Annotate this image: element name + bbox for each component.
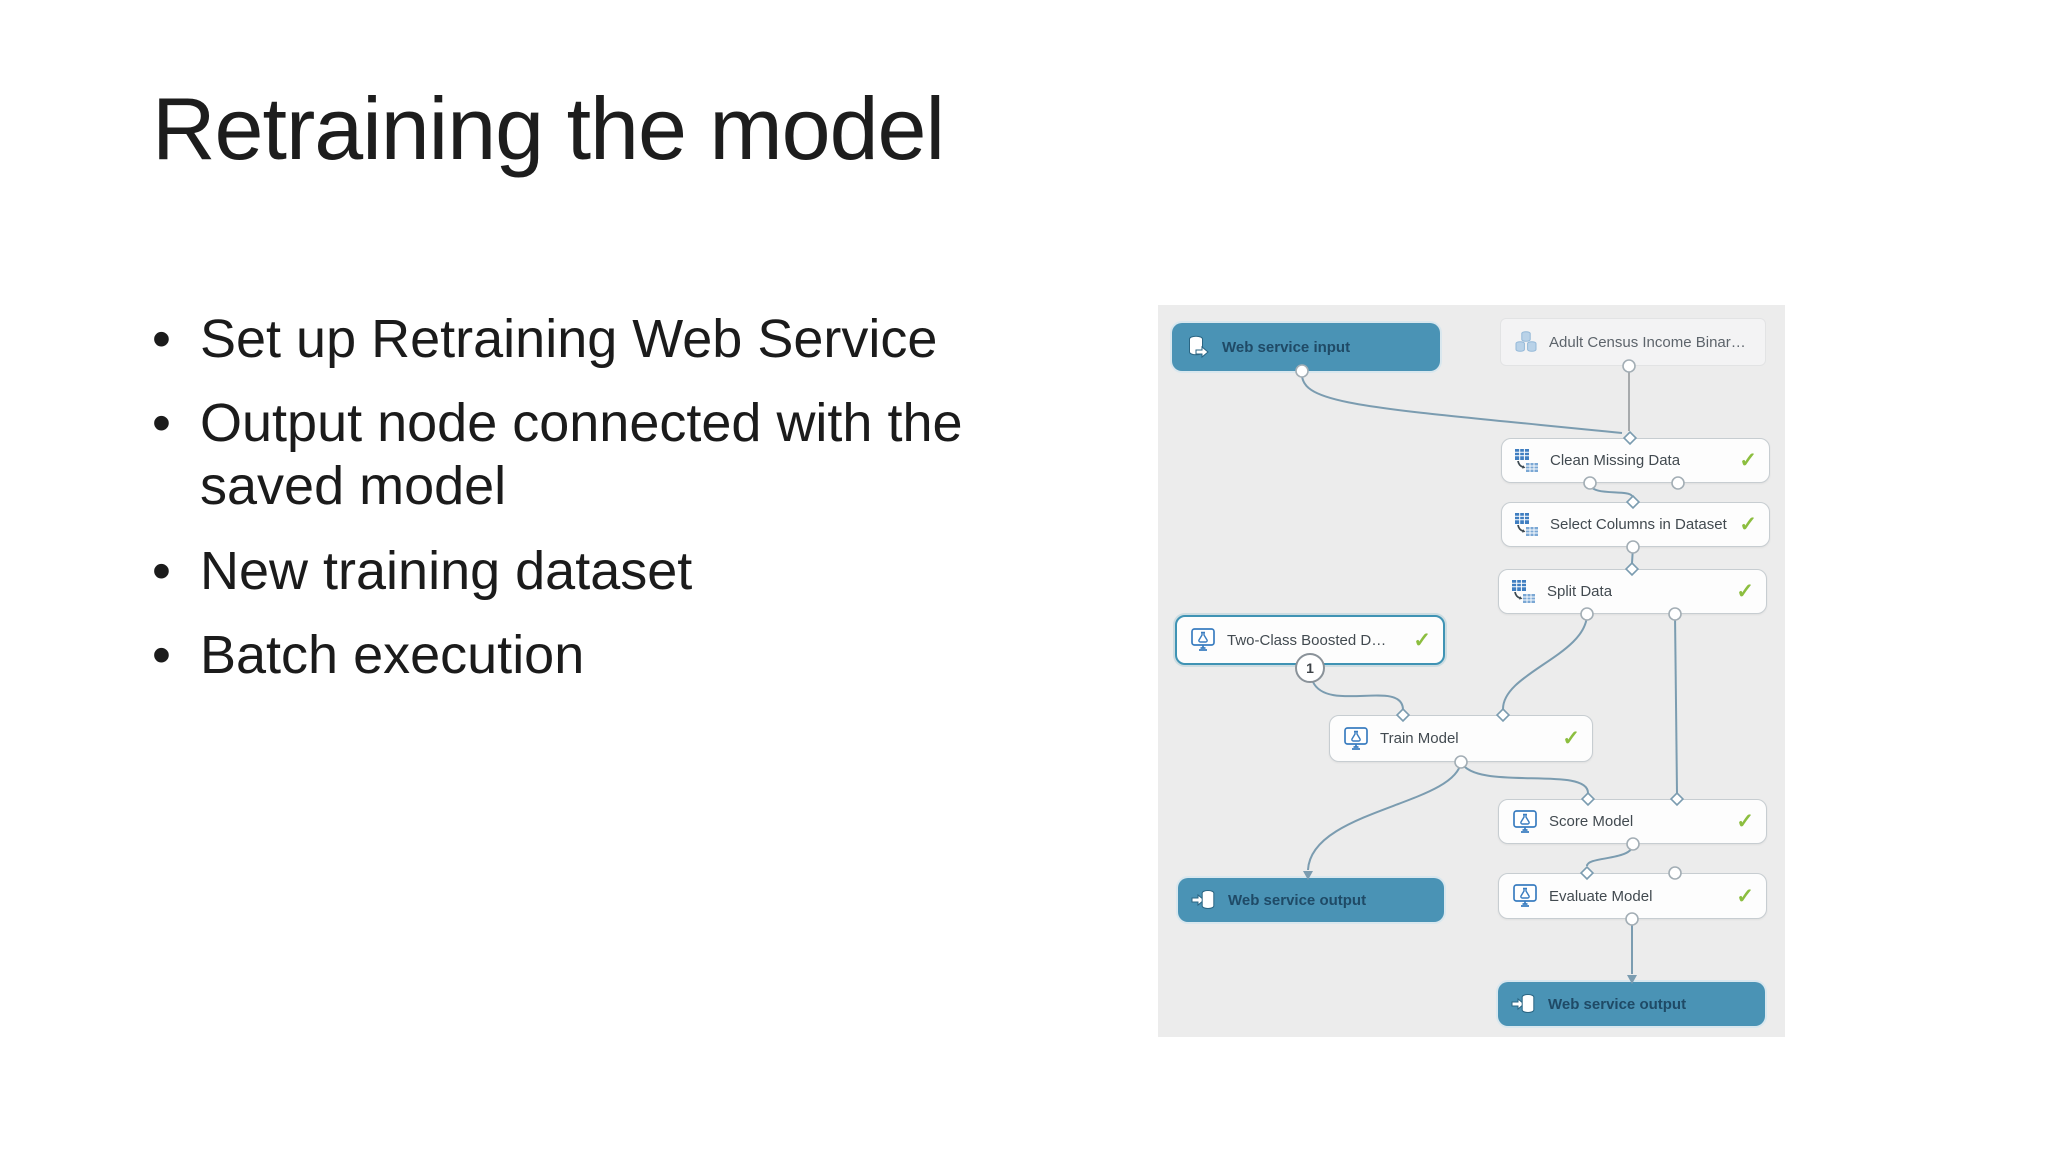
web-service-output-icon [1511,994,1535,1013]
edge-split-to-score [1674,613,1678,794]
node-two-class-boosted-decision[interactable]: Two-Class Boosted Decision ... ✓ [1175,615,1445,665]
node-label: Two-Class Boosted Decision ... [1227,631,1393,649]
node-label: Clean Missing Data [1550,452,1681,469]
node-label: Web service input [1222,338,1351,356]
node-web-service-output-bottom[interactable]: Web service output [1498,982,1765,1026]
node-label: Web service output [1228,891,1367,909]
connector-layer: 1 [1295,359,1685,984]
node-label: Score Model [1549,813,1634,830]
edge-select-to-split [1631,546,1634,564]
node-score-model[interactable]: Score Model ✓ [1498,799,1767,844]
node-label: Train Model [1380,730,1459,747]
completed-check-icon: ✓ [1736,580,1754,603]
web-service-input-icon [1189,335,1209,359]
edge-input-to-clean [1300,371,1623,434]
node-train-model[interactable]: Train Model ✓ [1329,715,1593,762]
experiment-canvas: Web service input Adult Census Income Bi… [1158,305,1785,1037]
bullet-item: Output node connected with the saved mod… [150,392,1010,518]
model-icon [1513,884,1537,907]
bullet-item: Set up Retraining Web Service [150,308,1010,371]
node-select-columns[interactable]: Select Columns in Dataset ✓ [1501,502,1770,547]
completed-check-icon: ✓ [1413,628,1431,652]
node-label: Select Columns in Dataset [1550,516,1727,533]
edge-split-to-train [1502,613,1588,710]
completed-check-icon: ✓ [1739,449,1757,472]
data-transform-icon [1512,579,1535,603]
node-web-service-input[interactable]: Web service input [1172,323,1440,371]
bullet-item: New training dataset [150,540,1010,603]
data-transform-icon [1515,448,1538,472]
edge-train-to-score [1460,761,1589,794]
bullet-item: Batch execution [150,624,1010,687]
completed-check-icon: ✓ [1736,810,1754,833]
model-icon [1513,809,1537,833]
node-split-data[interactable]: Split Data ✓ [1498,569,1767,614]
completed-check-icon: ✓ [1562,727,1580,750]
model-icon [1344,726,1368,750]
completed-check-icon: ✓ [1736,884,1754,908]
node-web-service-output-left[interactable]: Web service output [1178,878,1444,922]
node-label: Split Data [1547,583,1613,600]
data-transform-icon [1515,512,1538,536]
node-label: Web service output [1548,995,1687,1013]
model-icon [1191,628,1215,651]
dataset-icon [1515,331,1537,352]
bullet-list: Set up Retraining Web Service Output nod… [150,308,1010,708]
edge-train-to-output [1307,761,1462,871]
slide-title: Retraining the model [152,79,945,178]
node-label: Adult Census Income Binary ... [1549,333,1753,351]
node-label: Evaluate Model [1549,887,1653,905]
node-clean-missing-data[interactable]: Clean Missing Data ✓ [1501,438,1770,483]
edge-clean-to-select [1589,482,1633,497]
node-evaluate-model[interactable]: Evaluate Model ✓ [1498,873,1767,919]
completed-check-icon: ✓ [1739,513,1757,536]
edge-twoclass-to-train [1312,681,1404,710]
node-dataset-adult-census[interactable]: Adult Census Income Binary ... [1500,318,1766,366]
web-service-output-icon [1191,890,1215,909]
edge-score-to-evaluate [1586,843,1634,867]
